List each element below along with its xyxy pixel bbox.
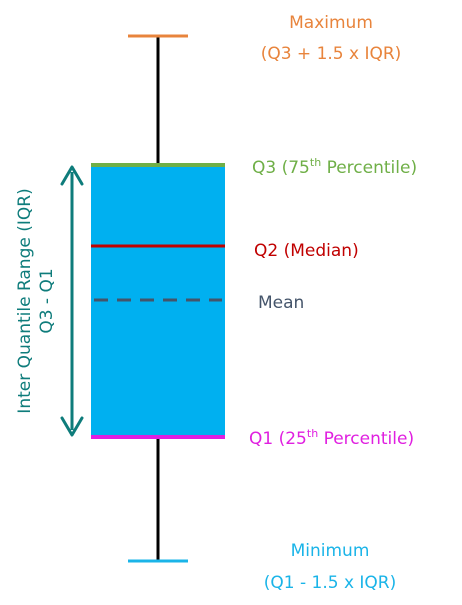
- q3-label-main: Q3 (75: [252, 158, 310, 178]
- minimum-formula-label: (Q1 - 1.5 x IQR): [264, 573, 397, 593]
- iqr-title-label: Inter Quantile Range (IQR): [15, 188, 35, 413]
- q3-label: Q3 (75th Percentile): [252, 156, 417, 178]
- q2-label: Q2 (Median): [254, 241, 359, 261]
- q1-label-main: Q1 (25: [249, 429, 307, 449]
- maximum-formula-label: (Q3 + 1.5 x IQR): [261, 44, 402, 64]
- q1-label-sup: th: [307, 427, 318, 440]
- q3-label-sup: th: [310, 156, 321, 169]
- q3-label-tail: Percentile): [321, 158, 417, 178]
- maximum-label: Maximum: [289, 13, 373, 33]
- iqr-box: [91, 165, 225, 437]
- q1-label: Q1 (25th Percentile): [249, 427, 414, 449]
- mean-label: Mean: [258, 293, 304, 313]
- iqr-formula-label: Q3 - Q1: [37, 268, 57, 333]
- iqr-arrow: [60, 165, 84, 437]
- q1-label-tail: Percentile): [318, 429, 414, 449]
- minimum-label: Minimum: [291, 541, 370, 561]
